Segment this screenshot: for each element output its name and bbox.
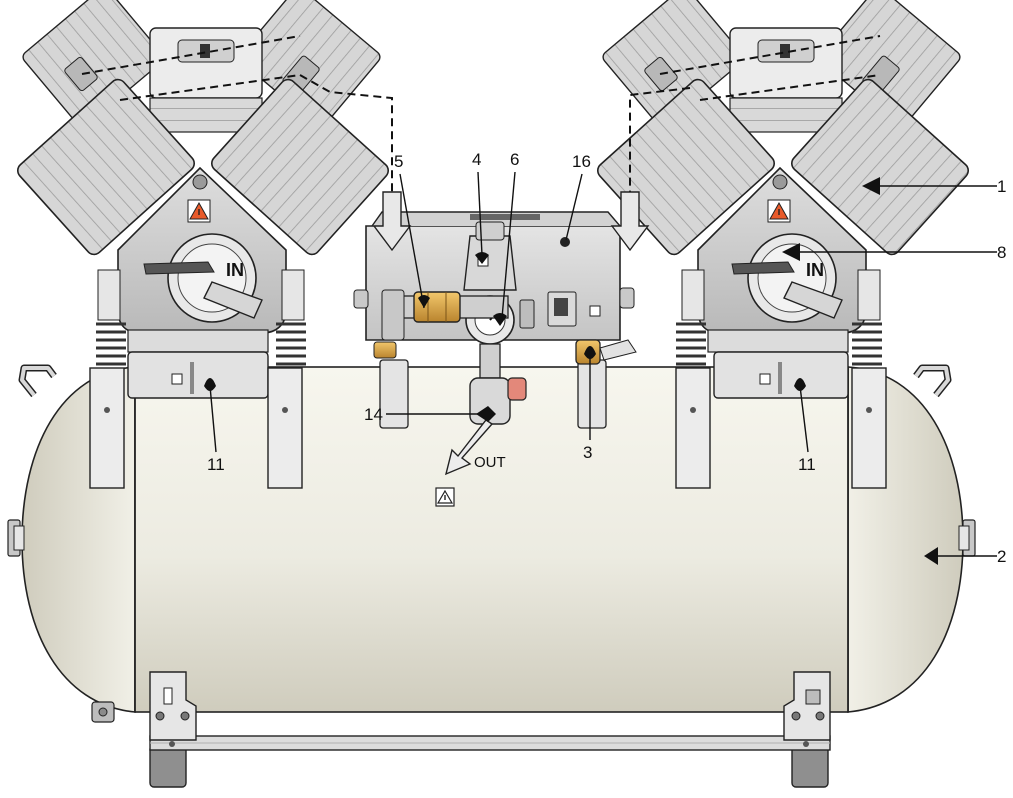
outlet-arrow-icon	[444, 419, 494, 476]
callout-pointer-icon	[782, 243, 800, 261]
callout-pointer-icon	[862, 177, 880, 195]
spring-mount-left-b	[276, 269, 306, 366]
front-cylinder-left-a	[16, 78, 196, 256]
callout-2: 2	[997, 547, 1006, 566]
arrow-down-icon	[372, 191, 412, 252]
front-cylinder-right-b	[790, 78, 970, 256]
callout-1: 1	[997, 177, 1006, 196]
drain-valve	[91, 701, 115, 723]
callout-pointer-icon	[584, 346, 596, 359]
callout-5: 5	[394, 152, 403, 171]
callout-pointer-icon	[204, 378, 216, 391]
compressor-head-left: IN	[16, 0, 390, 489]
filter-right	[577, 359, 607, 429]
base-frame	[149, 671, 831, 788]
air-tank	[7, 364, 976, 723]
warning-triangle-icon	[435, 487, 455, 507]
callout-pointer-icon	[493, 313, 507, 326]
callout-pointer-icon	[794, 378, 806, 391]
callout-leaders	[209, 171, 997, 557]
spring-mount-right-b	[852, 269, 882, 366]
outlet-label: OUT	[474, 454, 506, 471]
inlet-label-left: IN	[226, 260, 244, 280]
front-cylinder-left-b	[210, 78, 390, 256]
callout-11-left: 11	[207, 455, 225, 474]
callout-16: 16	[572, 152, 591, 171]
inlet-label-right: IN	[806, 260, 824, 280]
callout-4: 4	[472, 150, 481, 169]
compressor-head-right: IN	[596, 0, 970, 489]
warning-triangle-icon	[767, 199, 791, 223]
warning-triangle-icon	[187, 199, 211, 223]
spring-mount-right-a	[676, 269, 706, 366]
callout-8: 8	[997, 243, 1006, 262]
callout-11-right: 11	[798, 455, 816, 474]
left-side-port	[7, 519, 25, 557]
callout-pointer-icon	[475, 252, 489, 264]
callout-14: 14	[364, 405, 383, 424]
filter-left	[379, 359, 409, 429]
callout-pointer-icon	[924, 547, 938, 565]
spring-mount-left-a	[96, 269, 126, 366]
arrow-down-icon	[610, 191, 650, 252]
callout-pointer-icons	[204, 177, 938, 565]
dashed-air-lines	[81, 35, 881, 220]
callout-pointer-icon	[418, 295, 430, 308]
callout-6: 6	[510, 150, 519, 169]
callout-3: 3	[583, 443, 592, 462]
callout-pointer-icon	[476, 406, 496, 422]
